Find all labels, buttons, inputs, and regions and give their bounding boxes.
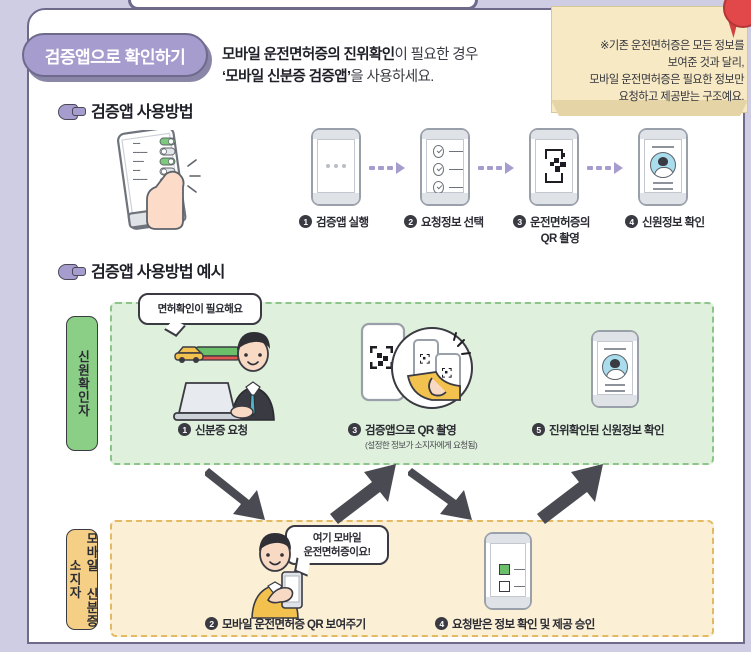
subtitle-bold-1: 모바일 운전면허증의 진위확인 — [222, 47, 395, 63]
verifier-bubble-text: 면허확인이 필요해요 — [157, 303, 243, 315]
sticky-note — [551, 6, 748, 113]
step-label-2: QR 촬영 — [540, 233, 580, 245]
note-line-4: 요청하고 제공받는 구조예요. — [618, 91, 745, 103]
sticky-note-text: ※기존 운전면허증은 모든 정보를 보여준 것과 달리, 모바일 운전면허증은 … — [556, 38, 744, 106]
svg-text:▬▬▬: ▬▬▬ — [133, 159, 144, 163]
subtitle-rest-2: 을 사용하세요. — [350, 69, 434, 85]
holder-consent-phone — [484, 532, 532, 610]
step-phone-1 — [311, 128, 361, 206]
step-label: 모바일 운전면허증 QR 보여주기 — [222, 619, 366, 631]
holder-tab: 모바일 신분증 소지자 — [66, 529, 98, 630]
hand-tapping-phone-illustration: ▬▬▬▬▬▬ ▬▬▬▬▬ ▬▬▬▬ — [108, 126, 278, 235]
step-caption-1: 1 검증앱 실행 — [299, 214, 369, 230]
verifier-step-caption-1: 1 신분증 요청 — [178, 422, 248, 438]
step-number: 4 — [435, 617, 448, 630]
holder-zone — [110, 520, 714, 637]
flow-arrow-2 — [478, 162, 514, 174]
verifier-tab: 신원확인자 — [66, 316, 98, 451]
holder-bubble-text-2: 운전면허증이요! — [303, 546, 371, 558]
step-number: 1 — [178, 423, 191, 436]
note-line-1: ※기존 운전면허증은 모든 정보를 — [599, 40, 745, 52]
subtitle-rest-1: 이 필요한 경우 — [394, 47, 478, 63]
top-notch-inner — [131, 0, 475, 7]
arrow-holder-to-verifier-2 — [525, 462, 615, 524]
verifier-tab-label: 신원확인자 — [75, 349, 90, 418]
qr-scan-illustration — [358, 320, 478, 420]
step-caption-2: 2 요청정보 선택 — [404, 214, 484, 230]
holder-person-illustration — [238, 528, 330, 620]
subtitle-bold-2: ‘모바일 신분증 검증앱’ — [222, 69, 351, 85]
step-caption-4: 4 신원정보 확인 — [625, 214, 705, 230]
step-label: 검증앱 실행 — [316, 217, 369, 229]
holder-tab-label-2: 소지자 — [67, 559, 81, 600]
flow-arrow-3 — [587, 162, 623, 174]
step-caption-3: 3 운전면허증의 QR 촬영 — [513, 214, 590, 246]
step-number: 3 — [348, 423, 361, 436]
holder-tab-label-1: 모바일 신분증 — [84, 531, 98, 628]
verifier-step-caption-3: 3 검증앱으로 QR 촬영 (설정한 정보가 소지자에게 요청됨) — [348, 422, 478, 451]
header-subtitle: 모바일 운전면허증의 진위확인이 필요한 경우 ‘모바일 신분증 검증앱’을 사… — [222, 44, 542, 88]
svg-text:▬▬: ▬▬ — [133, 168, 141, 172]
section-header-usage: 검증앱 사용방법 — [58, 98, 194, 122]
note-line-3: 모바일 운전면허증은 필요한 정보만 — [589, 74, 744, 86]
step-label: 신분증 요청 — [195, 425, 248, 437]
pushpin-stem — [728, 20, 738, 38]
verifier-speech-bubble: 면허확인이 필요해요 — [138, 293, 262, 337]
step-number: 5 — [532, 423, 545, 436]
step-number: 1 — [299, 215, 312, 228]
step-label: 운전면허증의 — [530, 217, 590, 229]
badge-label: 검증앱으로 확인하기 — [44, 47, 186, 67]
sticky-note-fold — [551, 100, 748, 116]
arrow-verifier-to-holder-2 — [408, 466, 503, 524]
section-example-title: 검증앱 사용방법 예시 — [91, 264, 225, 281]
step-label: 요청정보 선택 — [421, 217, 484, 229]
holder-step-caption-4: 4 요청받은 정보 확인 및 제공 승인 — [435, 616, 595, 632]
svg-text:▬▬▬▬: ▬▬▬▬ — [133, 150, 148, 154]
step-label: 진위확인된 신원정보 확인 — [549, 425, 665, 437]
holder-bubble-text-1: 여기 모바일 — [312, 532, 362, 544]
step-number: 2 — [404, 215, 417, 228]
step-number: 3 — [513, 215, 526, 228]
arrow-verifier-to-holder-1 — [205, 466, 295, 524]
flow-arrow-1 — [369, 162, 405, 174]
section-usage-title: 검증앱 사용방법 — [91, 104, 194, 121]
svg-text:▬▬▬▬: ▬▬▬▬ — [133, 177, 148, 181]
step-sublabel: (설정한 정보가 소지자에게 요청됨) — [365, 440, 478, 450]
arrow-holder-to-verifier-1 — [318, 462, 408, 524]
holder-speech-bubble: 여기 모바일 운전면허증이요! — [285, 525, 389, 577]
pointing-hand-icon — [58, 262, 86, 280]
verifier-person-illustration — [172, 325, 302, 427]
pointing-hand-icon — [58, 102, 86, 120]
step-label: 요청받은 정보 확인 및 제공 승인 — [452, 619, 595, 631]
verifier-step-caption-5: 5 진위확인된 신원정보 확인 — [532, 422, 665, 438]
step-phone-2 — [420, 128, 470, 206]
verified-result-phone — [591, 330, 639, 408]
step-number: 4 — [625, 215, 638, 228]
step-label: 검증앱으로 QR 촬영 — [365, 425, 457, 437]
step-number: 2 — [205, 617, 218, 630]
step-phone-3 — [529, 128, 579, 206]
step-phone-4 — [638, 128, 688, 206]
section-header-example: 검증앱 사용방법 예시 — [58, 258, 225, 282]
svg-text:▬▬: ▬▬ — [133, 141, 141, 145]
note-line-2: 보여준 것과 달리, — [667, 57, 745, 69]
step-label: 신원정보 확인 — [642, 217, 705, 229]
holder-step-caption-2: 2 모바일 운전면허증 QR 보여주기 — [205, 616, 366, 632]
section-badge: 검증앱으로 확인하기 — [22, 33, 208, 77]
